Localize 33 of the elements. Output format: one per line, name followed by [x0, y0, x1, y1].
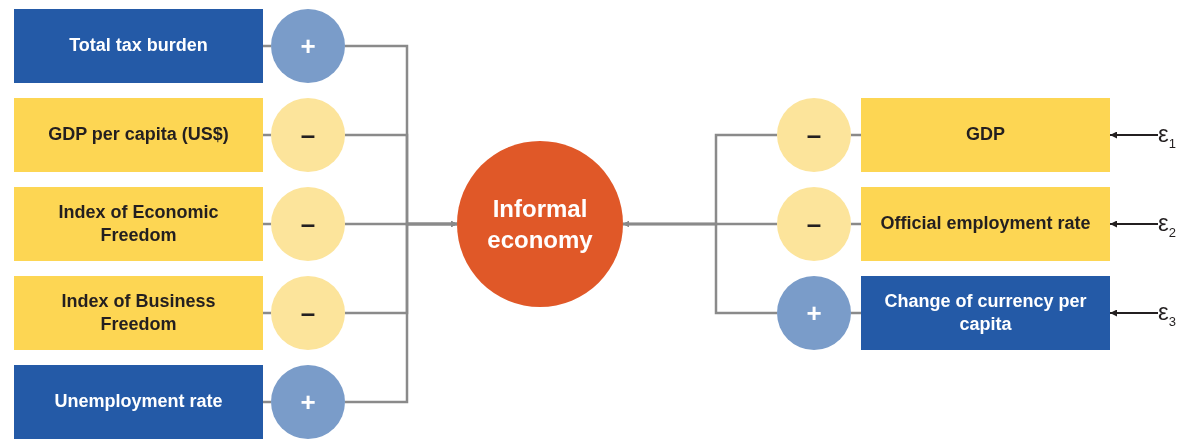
arrow: [1110, 131, 1158, 139]
node-label: GDP per capita (US$): [48, 123, 229, 147]
node-label: Official employment rate: [880, 212, 1091, 236]
node-label: GDP: [966, 123, 1005, 147]
node-label: Index of Economic Freedom: [57, 200, 220, 247]
node-label: Index of Business Freedom: [60, 289, 217, 336]
factor-box: [14, 276, 263, 350]
node-label: Unemployment rate: [54, 390, 223, 414]
node-label: –: [300, 119, 316, 151]
node-label: ε$_{2}$: [1158, 208, 1176, 240]
factor-box: [14, 9, 263, 83]
factor-box: [14, 187, 263, 261]
node-label: +: [300, 30, 316, 62]
node-label: ε$_{3}$: [1158, 297, 1176, 329]
factor-box: [14, 365, 263, 439]
node-label: ε$_{1}$: [1158, 119, 1176, 151]
node-label: Change of currency per capita: [883, 289, 1088, 336]
node-label: +: [300, 386, 316, 418]
node-label: +: [806, 297, 822, 329]
node-label: –: [300, 297, 316, 329]
arrow: [345, 221, 457, 404]
node-label: Total tax burden: [69, 34, 208, 58]
factor-box: [861, 187, 1110, 261]
factor-box: [861, 98, 1110, 172]
node-label: –: [806, 119, 822, 151]
factor-box: [14, 98, 263, 172]
factor-box: [861, 276, 1110, 350]
arrow: [1110, 220, 1158, 228]
node-label: –: [300, 208, 316, 240]
arrow: [1110, 309, 1158, 317]
node-label: –: [806, 208, 822, 240]
arrow: [623, 221, 777, 315]
node-label: Informal economy: [486, 193, 594, 255]
